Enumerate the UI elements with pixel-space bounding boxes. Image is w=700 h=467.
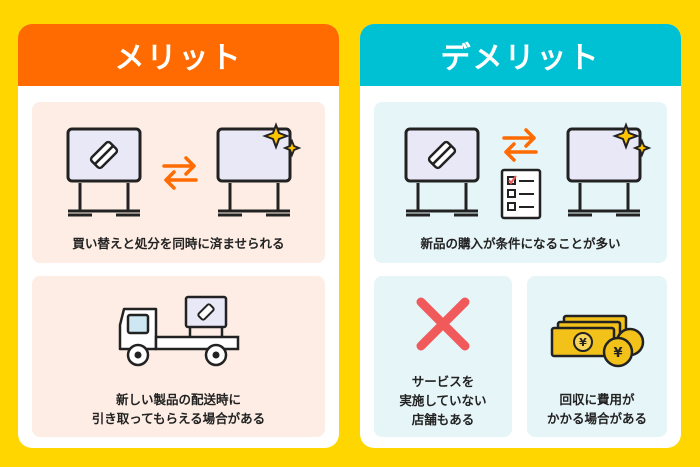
demerit-item2-line2: 実施していない [399, 393, 487, 408]
merit-item2-caption: 新しい製品の配送時に 引き取ってもらえる場合がある [32, 390, 325, 428]
swap-arrows-icon [502, 128, 538, 162]
demerit-item2-line3: 店舗もある [411, 412, 475, 427]
checklist-icon [500, 168, 542, 220]
demerit-card-purchase: 新品の購入が条件になることが多い [374, 102, 667, 263]
merit-card-swap: 買い替えと処分を同時に済ませられる [32, 102, 325, 263]
merit-title: メリット [114, 41, 243, 76]
money-icon: ¥ ¥ [550, 314, 645, 368]
demerit-item2-caption: サービスを 実施していない 店舗もある [374, 372, 512, 429]
yen-coin-symbol: ¥ [613, 346, 622, 361]
demerit-item3-line2: かかる場合がある [546, 411, 647, 426]
truck-icon [118, 295, 240, 367]
merit-item2-line2: 引き取ってもらえる場合がある [91, 411, 266, 426]
merit-panel: メリット [18, 24, 339, 448]
merit-item1-caption: 買い替えと処分を同時に済ませられる [72, 236, 285, 251]
whiteboard-icon [404, 127, 480, 217]
demerit-item3-line1: 回収に費用が [559, 392, 635, 407]
merit-item2-line1: 新しい製品の配送時に [115, 392, 241, 407]
demerit-card-fee: ¥ ¥ 回収に費用が かかる場合がある [527, 276, 667, 437]
new-whiteboard-icon [566, 122, 652, 217]
demerit-card-no-service: サービスを 実施していない 店舗もある [374, 276, 512, 437]
demerit-title: デメリット [440, 41, 601, 76]
demerit-header: デメリット [360, 24, 681, 86]
demerit-item3-caption: 回収に費用が かかる場合がある [527, 390, 667, 428]
demerit-item2-line1: サービスを [411, 374, 475, 389]
yen-symbol: ¥ [579, 336, 587, 349]
merit-header: メリット [18, 24, 339, 86]
merit-card-delivery: 新しい製品の配送時に 引き取ってもらえる場合がある [32, 276, 325, 437]
demerit-item1-caption: 新品の購入が条件になることが多い [420, 236, 621, 251]
swap-arrows-icon [162, 156, 198, 190]
cross-icon [416, 297, 470, 351]
new-whiteboard-icon [216, 122, 302, 217]
demerit-panel: デメリット [360, 24, 681, 448]
whiteboard-icon [66, 127, 142, 217]
